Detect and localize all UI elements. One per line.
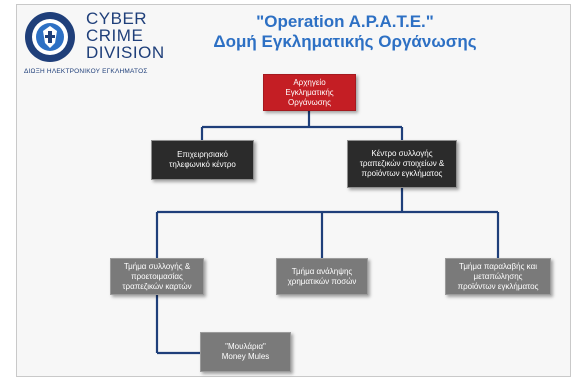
title-line-2: Δομή Εγκληματικής Οργάνωσης	[213, 32, 477, 51]
page-title: "Operation A.P.A.T.E." Δομή Εγκληματικής…	[180, 12, 510, 52]
node-card-dept: Τμήμα συλλογής & προετοιμασίας τραπεζικώ…	[110, 258, 204, 295]
node-collection-center: Κέντρο συλλογής τραπεζικών στοιχείων & π…	[347, 140, 457, 188]
title-line-1: "Operation A.P.A.T.E."	[256, 12, 434, 31]
node-collection-center-label: Κέντρο συλλογής τραπεζικών στοιχείων & π…	[359, 149, 445, 178]
node-money-mules: "Μουλάρια" Money Mules	[200, 332, 291, 372]
logo-line-2: CRIME	[86, 26, 144, 45]
node-money-mules-label: "Μουλάρια" Money Mules	[221, 342, 270, 361]
node-withdrawal-dept: Τμήμα ανάληψης χρηματικών ποσών	[276, 258, 368, 295]
logo-wordmark: CYBER CRIME DIVISION	[86, 10, 165, 61]
police-seal-icon	[25, 12, 75, 62]
node-receiving-dept-label: Τμήμα παραλαβής και μεταπώλησης προϊόντω…	[457, 261, 539, 291]
node-root: Αρχηγείο Εγκληματικής Οργάνωσης	[263, 74, 356, 111]
node-withdrawal-dept-label: Τμήμα ανάληψης χρηματικών ποσών	[287, 266, 357, 286]
node-call-center: Επιχειρησιακό τηλεφωνικό κέντρο	[151, 140, 254, 180]
node-receiving-dept: Τμήμα παραλαβής και μεταπώλησης προϊόντω…	[445, 258, 551, 295]
node-call-center-label: Επιχειρησιακό τηλεφωνικό κέντρο	[169, 150, 236, 169]
diagram-frame	[16, 4, 571, 377]
node-root-label: Αρχηγείο Εγκληματικής Οργάνωσης	[285, 77, 334, 107]
cyber-crime-logo: CYBER CRIME DIVISION ΔΙΩΞΗ ΗΛΕΚΤΡΟΝΙΚΟΥ …	[20, 8, 180, 78]
logo-line-1: CYBER	[86, 9, 148, 28]
logo-subtitle: ΔΙΩΞΗ ΗΛΕΚΤΡΟΝΙΚΟΥ ΕΓΚΛΗΜΑΤΟΣ	[24, 68, 148, 75]
node-card-dept-label: Τμήμα συλλογής & προετοιμασίας τραπεζικώ…	[122, 261, 192, 291]
logo-line-3: DIVISION	[86, 43, 165, 62]
